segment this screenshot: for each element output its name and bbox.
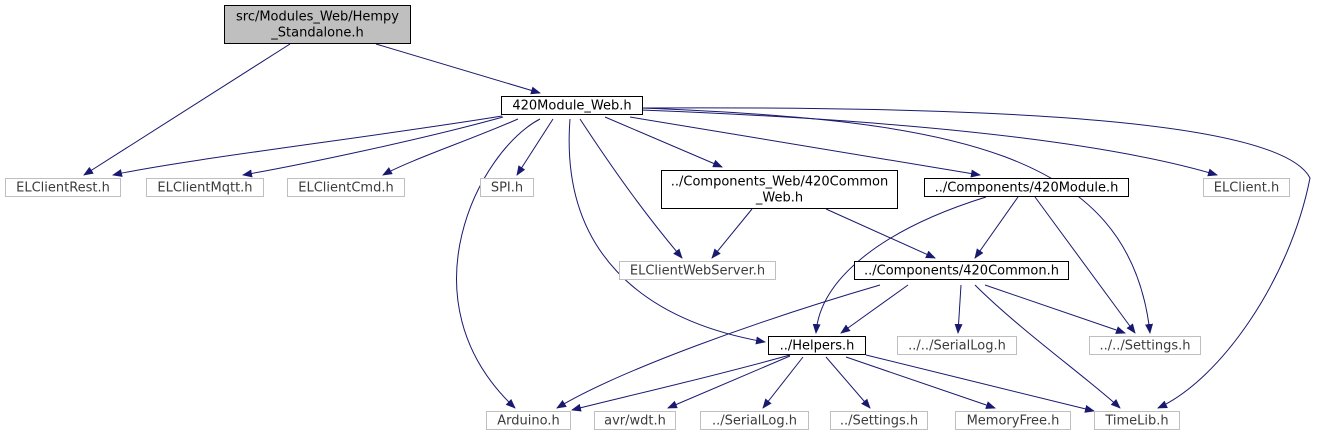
edge-module_web-to-timelib	[640, 107, 1311, 409]
edge-helpers-to-memoryfree	[845, 356, 996, 409]
edge-module-to-common	[974, 196, 1019, 259]
node-avrwdt: avr/wdt.h	[594, 411, 676, 430]
node-label: ../Settings.h	[840, 414, 918, 429]
edge-common-to-timelib	[974, 284, 1121, 409]
node-serialLog1: ../SerialLog.h	[700, 411, 809, 430]
edge-common-to-serialLog2	[954, 284, 963, 334]
node-serialLog2: ../../SerialLog.h	[897, 336, 1017, 355]
edge-common-to-settings2	[984, 284, 1126, 334]
node-label: ELClient.h	[1214, 181, 1279, 196]
node-settings2: ../../Settings.h	[1089, 336, 1201, 355]
node-box	[1089, 336, 1201, 355]
node-helpers[interactable]: ../Helpers.h	[768, 336, 866, 355]
node-box	[486, 411, 571, 430]
node-box	[594, 411, 676, 430]
edge-module_web-to-elclientcmd	[382, 118, 519, 176]
node-settings1: ../Settings.h	[830, 411, 928, 430]
node-spi: SPI.h	[480, 178, 534, 197]
edge-module_web-to-settings2	[640, 107, 1153, 334]
node-box	[897, 336, 1017, 355]
node-label: ../../SerialLog.h	[908, 339, 1006, 354]
node-elclientrest: ELClientRest.h	[5, 178, 121, 197]
edge-module_web-to-common_web	[604, 116, 723, 168]
node-box	[146, 178, 264, 197]
node-box	[224, 5, 411, 44]
node-label: _Web.h	[755, 191, 803, 206]
edge-module_web-to-module	[629, 116, 981, 178]
node-label: ELClientRest.h	[16, 181, 110, 196]
node-box	[480, 178, 534, 197]
edge-common-to-arduino	[556, 284, 881, 409]
node-label: ../../Settings.h	[1100, 339, 1191, 354]
edge-module_web-to-elclientmqtt	[242, 116, 504, 178]
node-box	[619, 261, 776, 280]
node-label: ELClientWebServer.h	[630, 264, 765, 279]
node-label: 420Module_Web.h	[512, 99, 631, 114]
node-elclientwebserver: ELClientWebServer.h	[619, 261, 776, 280]
edge-helpers-to-serialLog1	[762, 356, 804, 409]
node-box	[768, 336, 866, 355]
node-common[interactable]: ../Components/420Common.h	[854, 261, 1069, 280]
node-root[interactable]: src/Modules_Web/Hempy_Standalone.h	[224, 5, 411, 44]
node-label: avr/wdt.h	[604, 414, 666, 429]
node-label: Arduino.h	[497, 414, 559, 429]
node-box	[287, 178, 405, 197]
edge-module_web-to-helpers	[568, 118, 766, 345]
edge-common_web-to-elclientwebserver	[711, 208, 753, 259]
node-label: src/Modules_Web/Hempy	[236, 10, 399, 25]
node-label: ../Components_Web/420Common	[671, 175, 888, 190]
node-common_web[interactable]: ../Components_Web/420Common_Web.h	[661, 170, 898, 209]
node-module[interactable]: ../Components/420Module.h	[924, 178, 1129, 197]
node-label: TimeLib.h	[1104, 414, 1168, 429]
node-box	[5, 178, 121, 197]
edge-common-to-helpers	[840, 284, 909, 334]
node-elclient: ELClient.h	[1203, 178, 1290, 197]
node-box	[1203, 178, 1290, 197]
edge-root-to-elclientrest	[83, 43, 291, 176]
node-label: ../SerialLog.h	[712, 414, 797, 429]
node-elclientcmd: ELClientCmd.h	[287, 178, 405, 197]
edge-helpers-to-avrwdt	[667, 355, 791, 409]
edges-layer	[83, 43, 1311, 413]
edge-module-to-settings2	[1034, 196, 1136, 334]
node-box	[1094, 411, 1180, 430]
edge-module-to-helpers	[812, 196, 987, 334]
edge-helpers-to-arduino	[571, 354, 791, 412]
nodes-layer: src/Modules_Web/Hempy_Standalone.h 420Mod…	[5, 5, 1290, 430]
node-elclientmqtt: ELClientMqtt.h	[146, 178, 264, 197]
edge-common_web-to-common	[825, 208, 936, 259]
edge-root-to-module_web	[375, 43, 541, 95]
node-box	[955, 411, 1071, 430]
edge-helpers-to-timelib	[865, 354, 1095, 413]
node-label: ../Components/420Module.h	[935, 181, 1119, 196]
edge-module_web-to-spi	[516, 118, 554, 176]
edge-helpers-to-settings1	[825, 356, 871, 409]
node-box	[924, 178, 1129, 197]
node-label: ELClientMqtt.h	[157, 181, 252, 196]
node-label: SPI.h	[491, 181, 523, 196]
node-timelib: TimeLib.h	[1094, 411, 1180, 430]
node-label: ../Components/420Common.h	[864, 264, 1059, 279]
node-box	[501, 96, 643, 115]
node-arduino: Arduino.h	[486, 411, 571, 430]
node-label: ELClientCmd.h	[298, 181, 393, 196]
edge-module_web-to-elclientwebserver	[579, 118, 683, 259]
edge-module_web-to-arduino	[456, 118, 541, 409]
node-label: _Standalone.h	[270, 26, 363, 41]
node-memoryfree: MemoryFree.h	[955, 411, 1071, 430]
node-module_web[interactable]: 420Module_Web.h	[501, 96, 643, 115]
node-box	[700, 411, 809, 430]
node-label: MemoryFree.h	[967, 414, 1060, 429]
edge-module_web-to-elclientrest	[112, 115, 503, 177]
edge-module_web-to-elclient	[640, 109, 1218, 177]
node-label: ../Helpers.h	[780, 339, 855, 354]
node-box	[830, 411, 928, 430]
node-box	[661, 170, 898, 209]
node-box	[854, 261, 1069, 280]
